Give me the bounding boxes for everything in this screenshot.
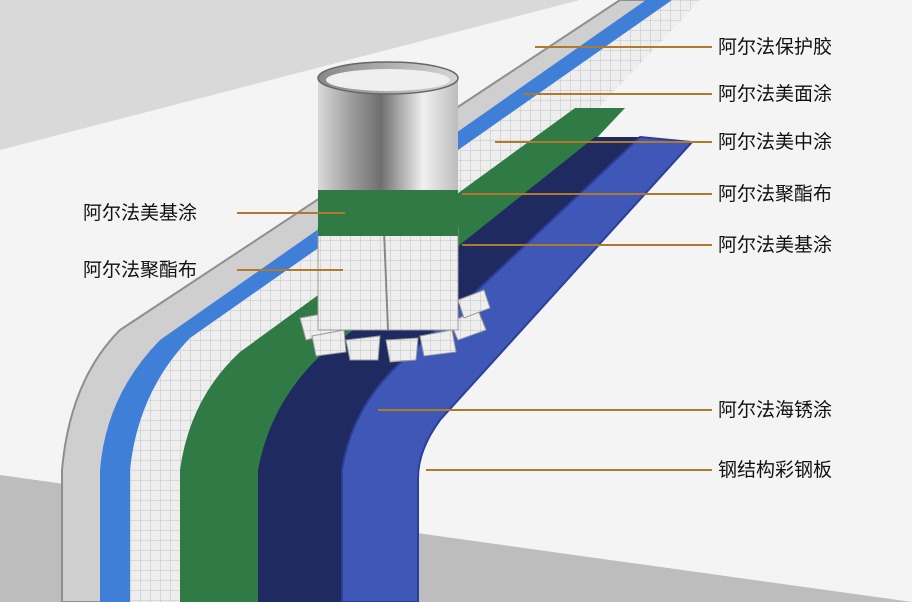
- label-mid-coat: 阿尔法美中涂: [718, 131, 833, 153]
- pipe-assembly: [299, 61, 491, 363]
- label-pipe-base-coat: 阿尔法美基涂: [83, 202, 198, 224]
- pipe-inner: [326, 69, 450, 91]
- pipe-base-coat-band: [318, 186, 458, 236]
- layer-steel-sheet: [341, 135, 695, 602]
- label-base-coat: 阿尔法美基涂: [718, 234, 833, 256]
- label-pipe-fabric: 阿尔法聚酯布: [83, 259, 198, 281]
- fabric-seam: [383, 229, 389, 331]
- wall-surface: [0, 0, 580, 150]
- pipe-body: [318, 78, 458, 190]
- label-rust-coat: 阿尔法海锈涂: [718, 399, 833, 421]
- leader-lines: [237, 46, 712, 471]
- label-steel-sheet: 钢结构彩钢板: [718, 459, 833, 481]
- label-polyester-fabric: 阿尔法聚酯布: [718, 183, 833, 205]
- label-top-coat: 阿尔法美面涂: [718, 83, 833, 105]
- label-protective-glue: 阿尔法保护胶: [718, 36, 833, 58]
